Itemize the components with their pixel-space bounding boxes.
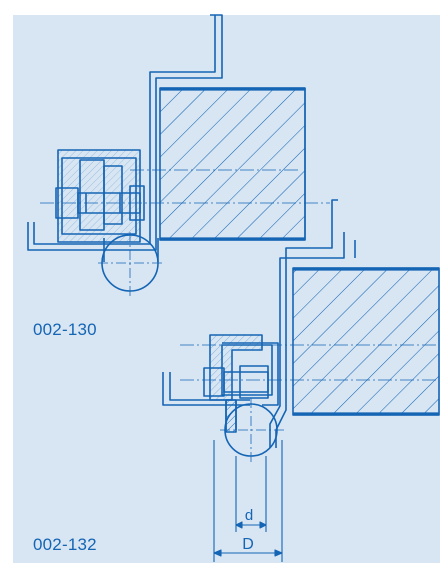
wall-block-top (159, 87, 306, 241)
hinge-housing (57, 149, 141, 243)
dimension-label-small: d (245, 507, 253, 524)
detail-top (27, 14, 330, 296)
wall-block-bottom (292, 267, 440, 416)
hinge-housing-b (209, 334, 263, 401)
detail-bottom (162, 199, 440, 562)
frame-profile-outer (27, 14, 223, 251)
door-leaf (162, 372, 250, 406)
frame-profile-inner-b (269, 232, 345, 448)
dimension-lines (213, 440, 283, 562)
frame-profile-inner (33, 15, 216, 245)
bolt-shank-top (77, 192, 141, 214)
caption-detail-top: 002-130 (33, 320, 97, 339)
dimension-label-large: D (242, 536, 254, 553)
caption-detail-bottom: 002-132 (33, 535, 97, 554)
